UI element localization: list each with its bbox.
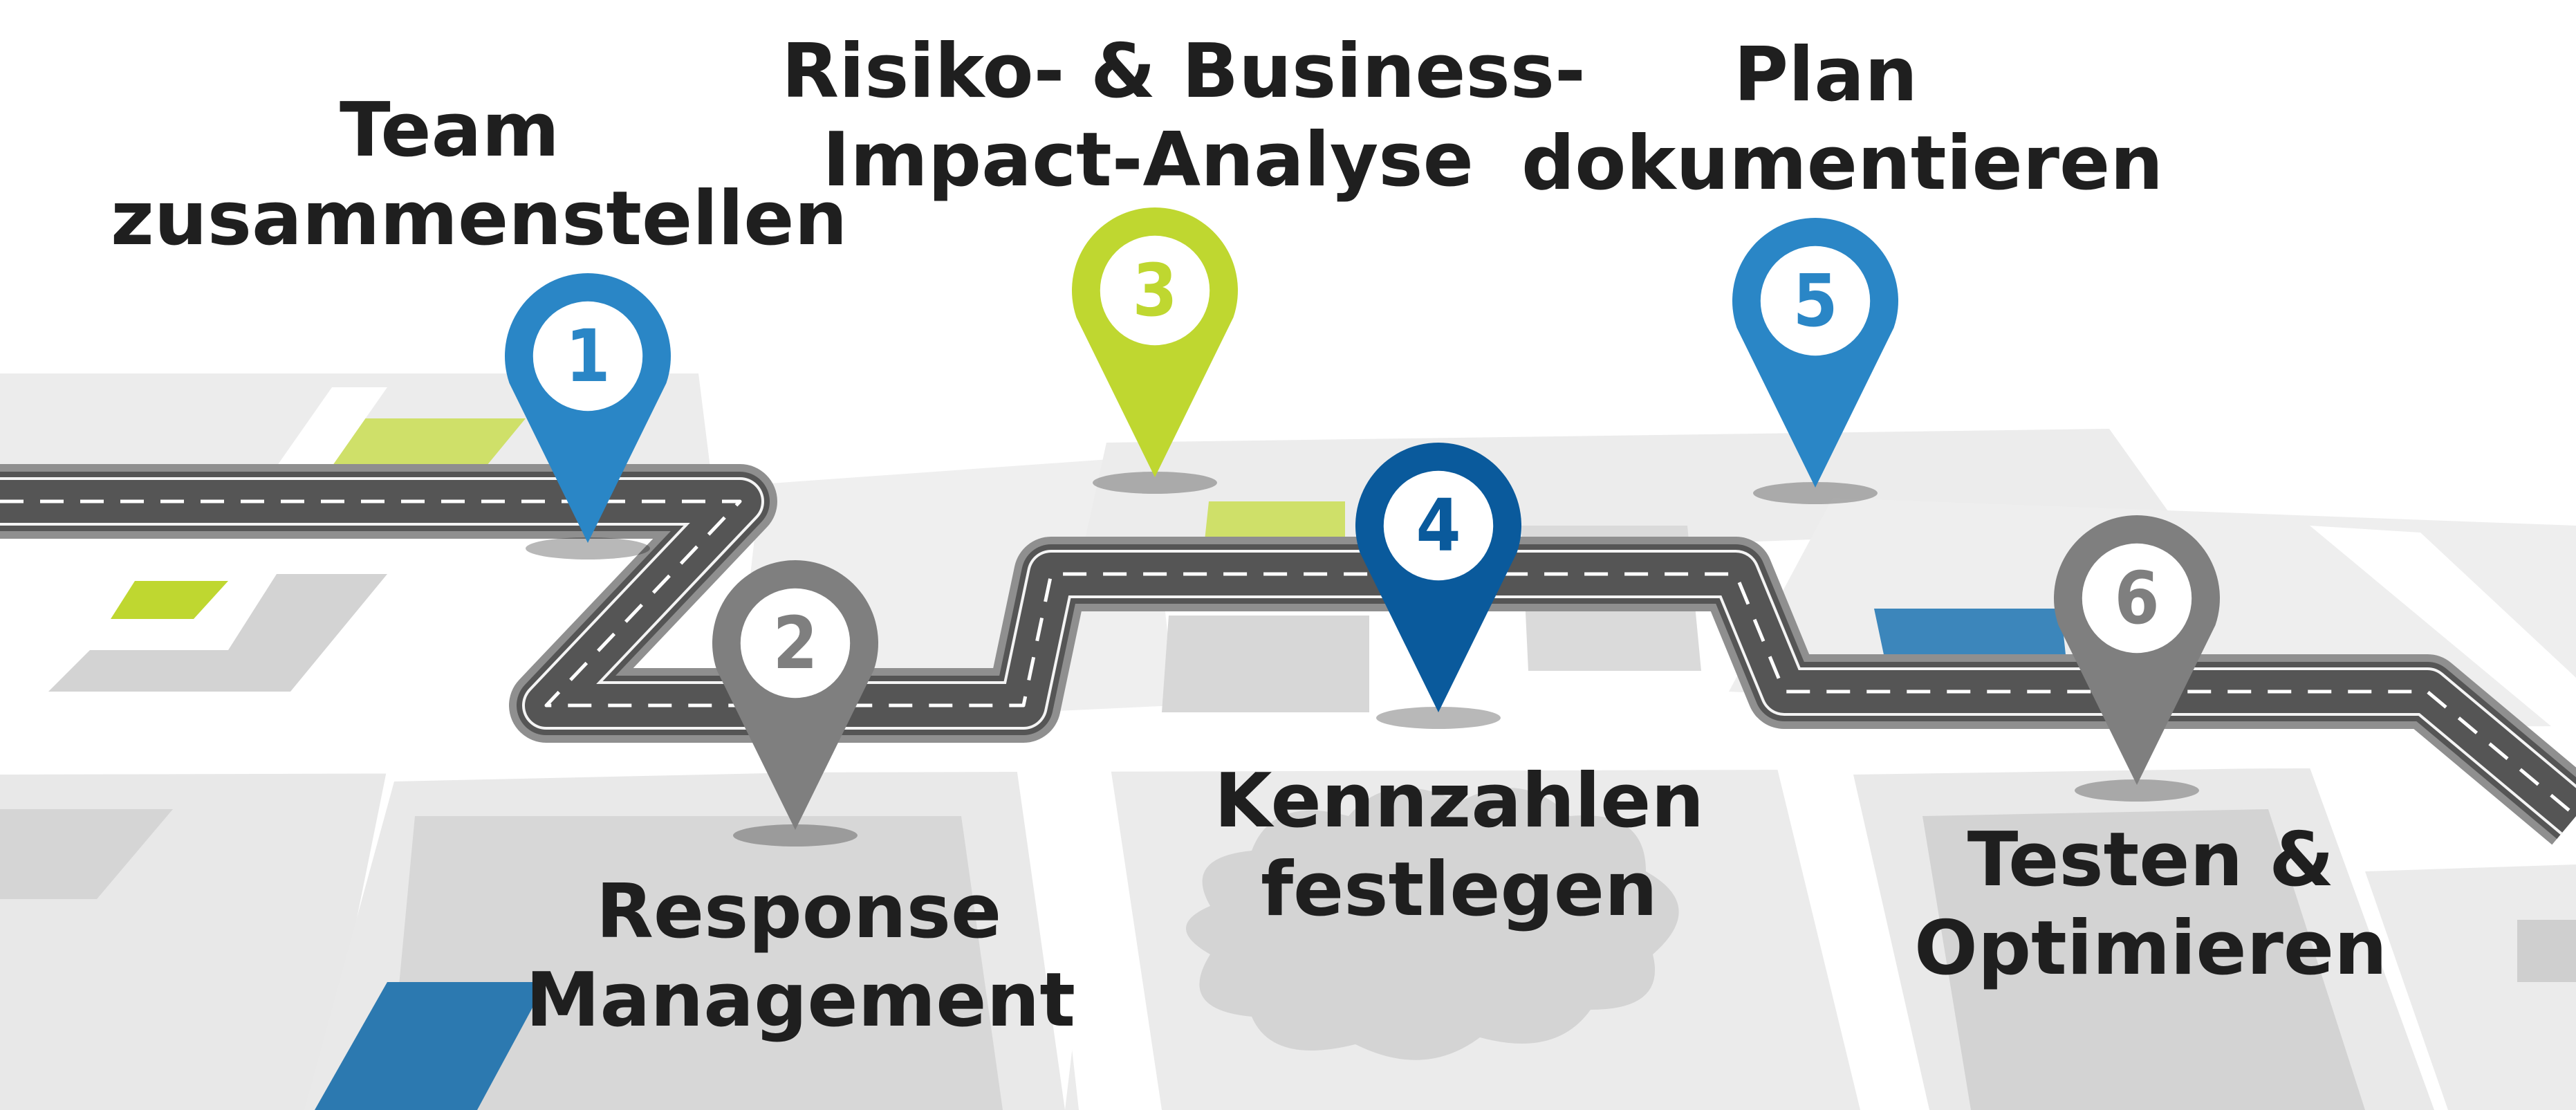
- step-label-line: Optimieren: [1914, 905, 2387, 992]
- map-pin-1: 1: [505, 272, 671, 559]
- step-label-line: Team: [340, 87, 559, 174]
- step-label-line: festlegen: [1261, 847, 1658, 933]
- step-label-line: dokumentieren: [1521, 120, 2164, 207]
- pin-shadow: [526, 537, 650, 559]
- step-label-line: zusammenstellen: [111, 176, 848, 262]
- pin-number: 4: [1416, 483, 1461, 568]
- map-pin-4: 4: [1355, 443, 1521, 729]
- pin-number-background: [1383, 470, 1494, 581]
- step-label-line: Plan: [1734, 32, 1918, 118]
- step-label-2: Response Management: [526, 868, 1075, 1045]
- pin-shadow: [1093, 472, 1217, 494]
- pin-number-background: [532, 301, 643, 411]
- map-block-dark: [0, 809, 173, 899]
- pin-number: 2: [772, 601, 817, 685]
- map-pin-6: 6: [2054, 515, 2220, 802]
- map-block-dark: [1922, 809, 2365, 1110]
- map-block-dark: [2517, 920, 2576, 982]
- pin-number-background: [1100, 235, 1210, 346]
- pin-number: 5: [1792, 259, 1837, 343]
- pin-shadow: [733, 824, 858, 847]
- map-block-dark: [1162, 616, 1369, 712]
- step-label-3: Risiko- & Business- Impact-Analyse: [781, 28, 1586, 205]
- street: [1037, 740, 1162, 1110]
- map-block-lime: [111, 581, 228, 619]
- cloud-shape: [1186, 788, 1679, 1060]
- step-label-4: Kennzahlen festlegen: [1203, 757, 1715, 934]
- pins-layer: 1 2 3 4 5 6: [505, 207, 2220, 847]
- road: [0, 464, 2576, 845]
- pin-shadow: [2075, 779, 2199, 802]
- pin-number-background: [2082, 543, 2192, 654]
- map-block-dark: [48, 574, 387, 692]
- map-pin-2: 2: [712, 560, 878, 847]
- pin-number: 3: [1132, 248, 1177, 333]
- step-label-line: Impact-Analyse: [822, 117, 1474, 203]
- map-block-dark: [387, 816, 1003, 1110]
- map-block-blue: [315, 982, 546, 1110]
- step-label-line: Response: [595, 869, 1002, 955]
- map-pin-5: 5: [1732, 218, 1898, 504]
- step-label-1: Team zusammenstellen: [111, 86, 848, 263]
- pin-number: 6: [2114, 556, 2159, 640]
- pin-shadow: [1376, 707, 1501, 729]
- street: [1770, 740, 1929, 1110]
- pin-shadow: [1753, 482, 1878, 504]
- step-label-5: Plan dokumentieren: [1521, 31, 2164, 208]
- step-label-6: Testen & Optimieren: [1888, 816, 2413, 993]
- step-label-line: Risiko- & Business-: [781, 28, 1586, 115]
- pin-number: 1: [565, 314, 610, 398]
- map-pin-3: 3: [1072, 207, 1238, 494]
- street: [2310, 526, 2576, 747]
- road-inner: [0, 480, 2576, 833]
- step-label-line: Management: [526, 957, 1075, 1044]
- step-label-line: Testen &: [1967, 817, 2335, 903]
- step-label-line: Kennzahlen: [1214, 758, 1705, 844]
- pin-number-background: [1760, 246, 1871, 356]
- pin-number-background: [740, 588, 851, 699]
